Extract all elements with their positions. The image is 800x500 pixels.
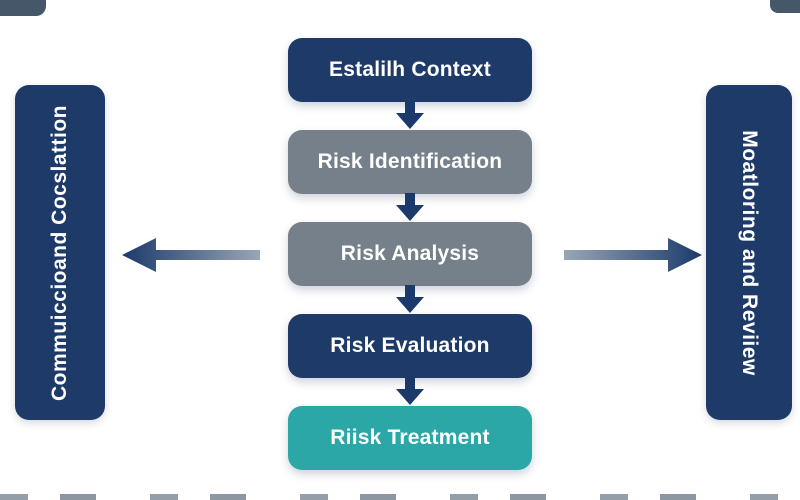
step-risk-treatment: Riisk Treatment: [288, 406, 532, 470]
right-side-bar: Moatloring and Reviiew: [706, 85, 792, 420]
arrow-right-icon: [564, 238, 702, 272]
left-side-bar: Commuiccioand Cocslattion: [15, 85, 105, 420]
step-label: Estalilh Context: [329, 58, 491, 81]
arrow-down-icon: [396, 285, 424, 313]
step-risk-identification: Risk Identification: [288, 130, 532, 194]
left-side-bar-label: Commuiccioand Cocslattion: [48, 104, 71, 401]
step-risk-evaluation: Risk Evaluation: [288, 314, 532, 378]
step-risk-analysis: Risk Analysis: [288, 222, 532, 286]
step-label: Risk Identification: [317, 150, 503, 173]
edge-artifact-bottom: [0, 494, 800, 500]
edge-artifact-top-left: [0, 0, 46, 16]
arrow-down-icon: [396, 377, 424, 405]
right-side-bar-label: Moatloring and Reviiew: [738, 129, 761, 376]
arrow-down-icon: [396, 193, 424, 221]
edge-artifact-top-right: [770, 0, 800, 13]
arrow-down-icon: [396, 101, 424, 129]
step-label: Risk Evaluation: [330, 334, 490, 357]
step-label: Riisk Treatment: [330, 426, 490, 449]
step-label: Risk Analysis: [340, 242, 480, 265]
arrow-left-icon: [122, 238, 260, 272]
step-establish-context: Estalilh Context: [288, 38, 532, 102]
